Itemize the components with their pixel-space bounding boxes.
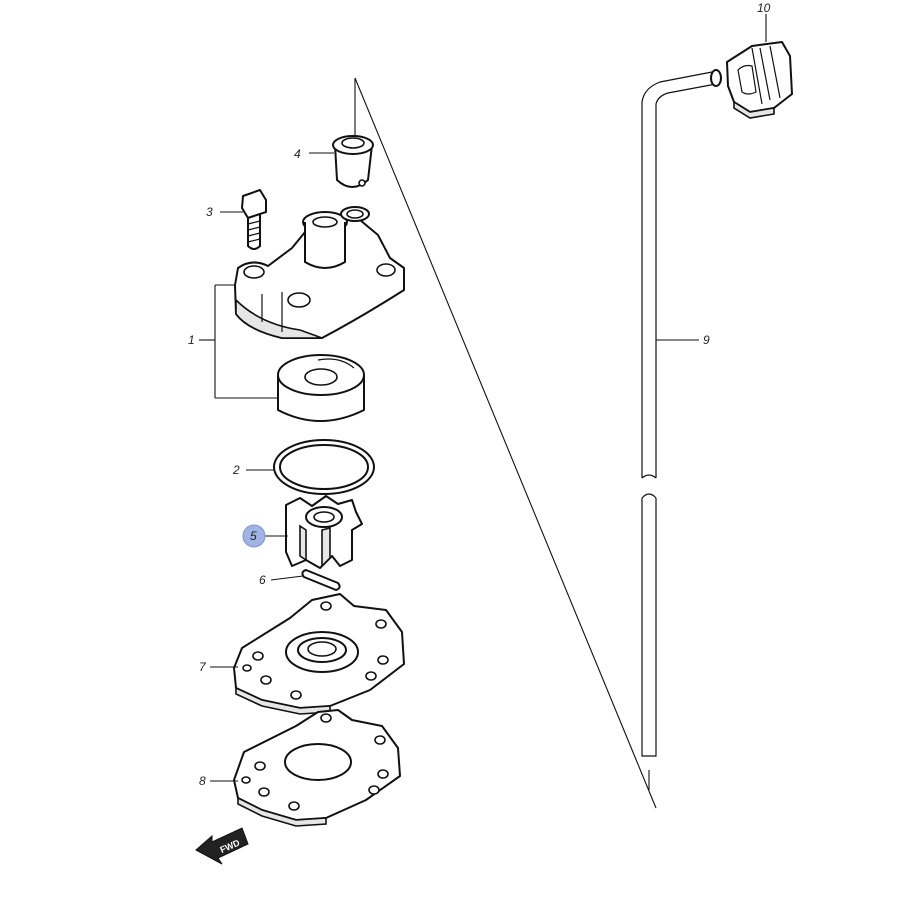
callout-5-highlight [242,524,266,548]
part-9-water-tube[interactable] [641,69,722,757]
callout-4[interactable]: 4 [294,147,301,161]
part-4-sleeve[interactable] [332,135,374,188]
part-1-cup[interactable] [277,354,365,422]
part-2-o-ring[interactable] [273,439,375,495]
part-10-grommet[interactable] [726,41,793,119]
callout-8[interactable]: 8 [199,774,206,788]
callout-5[interactable]: 5 [250,529,257,543]
part-5-impeller[interactable] [285,495,363,569]
callout-2[interactable]: 2 [232,463,240,477]
callout-1[interactable]: 1 [188,333,195,347]
callout-10[interactable]: 10 [757,1,771,15]
part-8-gasket[interactable] [233,709,401,827]
part-3-bolt[interactable] [241,189,267,250]
part-6-pin[interactable] [301,569,341,591]
callout-3[interactable]: 3 [206,205,213,219]
fwd-arrow-icon: FWD [195,827,249,865]
callout-7[interactable]: 7 [199,660,207,674]
part-1-pump-housing[interactable] [234,206,405,339]
section-lines [214,77,657,809]
callout-labels: 4 3 1 2 5 6 7 8 9 10 [188,1,771,788]
callout-6[interactable]: 6 [259,573,266,587]
part-7-plate[interactable] [233,593,405,715]
leader-lines [199,14,767,790]
callout-9[interactable]: 9 [703,333,710,347]
